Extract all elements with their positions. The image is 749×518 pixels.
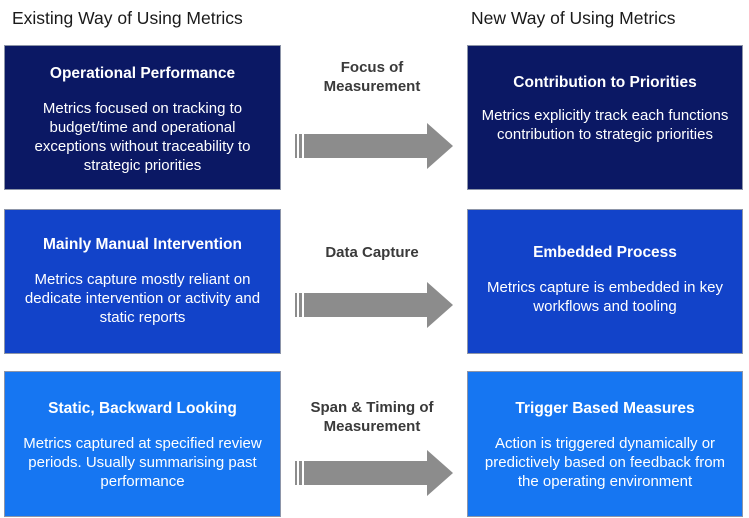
new-box-title: Trigger Based Measures [515,400,695,417]
dimension-label-data-capture: Data Capture [325,244,419,261]
dimension-label-focus: Focus of Measurement [323,59,421,95]
new-box-contribution-to-priorities: Contribution to Priorities Metrics expli… [467,45,743,190]
existing-box-static-backward: Static, Backward Looking Metrics capture… [4,371,281,517]
existing-box-description: Metrics capture mostly reliant on dedica… [24,271,261,326]
new-box-description: Metrics explicitly track each functions … [481,107,729,143]
new-box-embedded-process: Embedded Process Metrics capture is embe… [467,209,743,354]
existing-box-description: Metrics captured at specified review per… [23,435,262,490]
new-box-trigger-based: Trigger Based Measures Action is trigger… [467,371,743,517]
new-way-heading: New Way of Using Metrics [471,8,676,28]
existing-way-heading: Existing Way of Using Metrics [12,8,243,28]
existing-box-title: Mainly Manual Intervention [43,236,242,253]
existing-box-title: Static, Backward Looking [48,400,237,417]
new-box-title: Embedded Process [533,244,677,261]
right-arrow-icon [295,450,453,496]
new-box-description: Action is triggered dynamically or predi… [484,435,726,490]
existing-box-manual-intervention: Mainly Manual Intervention Metrics captu… [4,209,281,354]
new-box-title: Contribution to Priorities [513,74,697,91]
dimension-label-span-timing: Span & Timing of Measurement [310,399,434,435]
existing-box-title: Operational Performance [49,65,236,82]
right-arrow-icon [295,123,453,169]
existing-box-operational-performance: Operational Performance Metrics focused … [4,45,281,190]
new-box-description: Metrics capture is embedded in key workf… [487,279,723,315]
existing-box-description: Metrics focused on tracking to budget/ti… [34,100,251,174]
right-arrow-icon [295,282,453,328]
